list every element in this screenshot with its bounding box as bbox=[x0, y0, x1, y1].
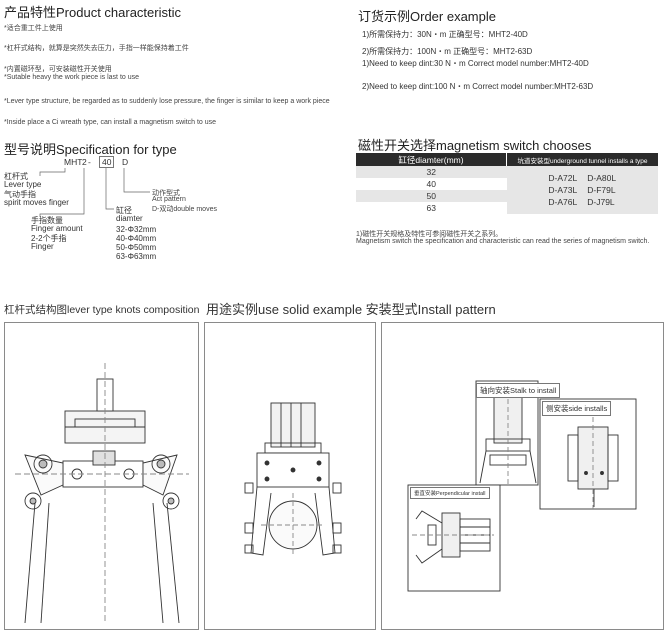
spec-bore-label-1: 缸径 bbox=[116, 206, 132, 215]
spec-title: 型号说明Specification for type bbox=[4, 142, 177, 157]
order-line-3: 1)Need to keep dint:30 N・m Correct model… bbox=[362, 59, 589, 68]
magnet-models-cell: D-A72L D-A80L D-A73L D-F79L D-A76L D-J79… bbox=[506, 166, 658, 214]
spec-finger-2: Finger amount bbox=[31, 224, 83, 233]
product-title: 产品特性Product characteristic bbox=[4, 5, 181, 20]
spec-lever-1: 杠杆式 bbox=[4, 172, 28, 181]
order-title: 订货示例Order example bbox=[358, 9, 496, 24]
magnet-note-cn: 1)磁性开关规格及特性可参阅磁性开关之系列。 bbox=[356, 231, 503, 238]
spec-code-prefix: MHT bbox=[64, 157, 83, 167]
magnet-model: D-A80L bbox=[587, 173, 617, 183]
product-note-5: *Lever type structure, be regarded as to… bbox=[4, 98, 330, 105]
magnet-title: 磁性开关选择magnetism switch chooses bbox=[358, 138, 592, 153]
install-pattern-box: 轴向安装Stalk to install 侧安装side installs 垂直… bbox=[381, 322, 664, 630]
spec-code-dash: - bbox=[88, 157, 91, 167]
spec-finger-1: 手指数量 bbox=[31, 216, 63, 225]
spec-bore-value-3: 50-Φ50mm bbox=[116, 243, 157, 252]
product-note-1: *适合重工件上使用 bbox=[4, 25, 63, 32]
magnet-bore-cell: 63 bbox=[426, 203, 436, 213]
magnet-bore-cell: 50 bbox=[356, 190, 507, 202]
magnet-models-grid: D-A72L D-A80L D-A73L D-F79L D-A76L D-J79… bbox=[548, 173, 616, 207]
install-side-label: 侧安装side installs bbox=[542, 401, 612, 416]
spec-lever-4: spirit moves finger bbox=[4, 198, 69, 207]
lever-structure-drawing bbox=[15, 363, 189, 624]
use-install-heading: 用途实例use solid example 安装型式Install patter… bbox=[206, 302, 496, 317]
product-note-6: *Inside place a Ci wreath type, can inst… bbox=[4, 119, 217, 126]
spec-act-2: Act pattern bbox=[152, 196, 186, 203]
spec-code-amount: 2 bbox=[82, 157, 87, 167]
product-note-3: *内置磁环型，可安装磁性开关使用 bbox=[4, 66, 112, 73]
magnet-bore-cell: 32 bbox=[356, 166, 507, 178]
use-example-box bbox=[204, 322, 376, 630]
order-line-4: 2)Need to keep dint:100 N・m Correct mode… bbox=[362, 82, 594, 91]
spec-act-1: 动作型式 bbox=[152, 190, 180, 197]
magnet-bore-cell: 40 bbox=[426, 179, 436, 189]
magnet-model: D-J79L bbox=[587, 197, 615, 207]
spec-bore-label-2: diamter bbox=[116, 214, 143, 223]
magnet-table: 缸径diamter(mm) 坑道安装型underground tunnel in… bbox=[356, 153, 658, 214]
magnet-model: D-A73L bbox=[548, 185, 578, 195]
order-line-1: 1)所需保持力：30N・m 正确型号：MHT2-40D bbox=[362, 30, 528, 39]
magnet-note-en: Magnetism switch the specification and c… bbox=[356, 238, 650, 245]
spec-bore-value-1: 32-Φ32mm bbox=[116, 225, 157, 234]
magnet-col-bore: 缸径diamter(mm) bbox=[356, 153, 507, 166]
magnet-model: D-A76L bbox=[548, 197, 578, 207]
order-line-2: 2)所需保持力：100N・m 正确型号：MHT2-63D bbox=[362, 47, 533, 56]
spec-leader-lines bbox=[39, 168, 150, 217]
install-perp-label: 垂直安装Perpendicular install bbox=[410, 487, 490, 499]
spec-bore-value-2: 40-Φ40mm bbox=[116, 234, 157, 243]
spec-act-3: D-双动double moves bbox=[152, 206, 217, 213]
magnet-model: D-F79L bbox=[587, 185, 616, 195]
product-note-4: *Sutable heavy the work piece is last to… bbox=[4, 74, 140, 81]
magnet-model: D-A72L bbox=[548, 173, 578, 183]
product-note-2: *杠杆式结构，就算是突然失去压力，手指一样能保持着工件 bbox=[4, 45, 189, 52]
install-pattern-drawing bbox=[407, 380, 637, 592]
spec-code-bore: 40 bbox=[99, 156, 115, 168]
spec-lever-2: Lever type bbox=[4, 180, 42, 189]
spec-finger-3: 2-2个手指 bbox=[31, 234, 67, 243]
lever-structure-box bbox=[4, 322, 199, 630]
spec-bore-value-4: 63-Φ63mm bbox=[116, 252, 157, 261]
spec-code-act: D bbox=[122, 157, 129, 167]
install-axial-label: 轴向安装Stalk to install bbox=[476, 383, 561, 398]
lever-struct-heading: 杠杆式结构图lever type knots composition bbox=[4, 304, 200, 316]
spec-lever-3: 气动手指 bbox=[4, 190, 36, 199]
use-example-drawing bbox=[244, 402, 342, 557]
spec-finger-4: Finger bbox=[31, 242, 54, 251]
magnet-col-type: 坑道安装型underground tunnel installs a type bbox=[506, 153, 658, 166]
